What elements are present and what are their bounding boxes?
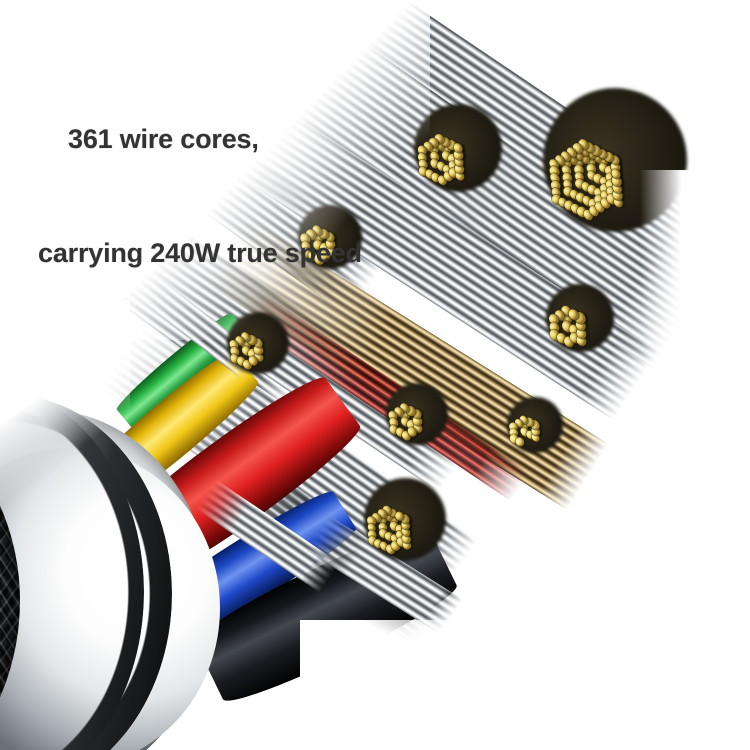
background-mask-top-left [0, 0, 430, 340]
background-mask-left [0, 300, 130, 500]
headline-line-2: carrying 240W true speed [38, 238, 362, 268]
headline-text: 361 wire cores, carrying 240W true speed [38, 44, 362, 348]
background-mask-bottom-right [300, 620, 750, 750]
background-mask-top-right [520, 0, 750, 92]
headline-line-1: 361 wire cores, [68, 124, 259, 154]
